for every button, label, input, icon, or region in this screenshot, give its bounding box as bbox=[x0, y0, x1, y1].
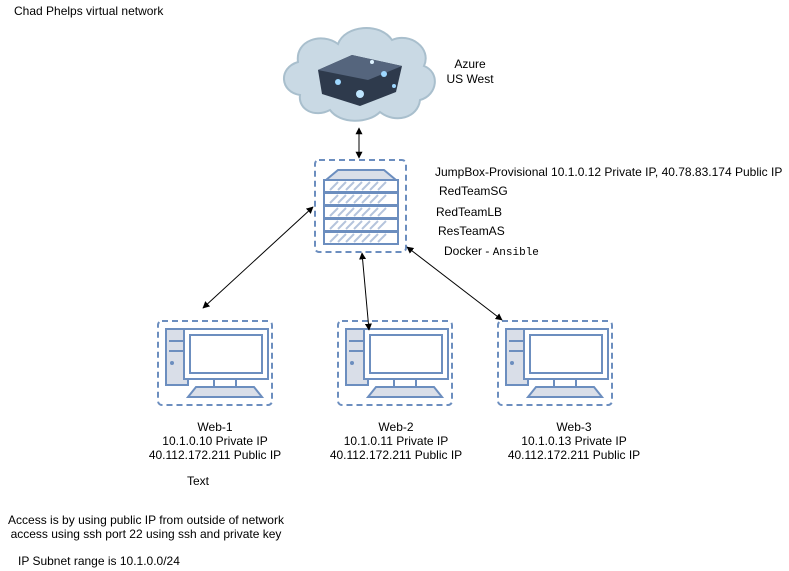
web-1-workstation-icon[interactable] bbox=[157, 320, 273, 406]
web-2-public-ip: 40.112.172.211 Public IP bbox=[329, 448, 463, 462]
jumpbox-label: JumpBox-Provisional 10.1.0.12 Private IP… bbox=[435, 165, 783, 179]
docker-prefix: Docker - bbox=[444, 244, 493, 258]
web-1-name: Web-1 bbox=[197, 420, 233, 434]
web-2-private-ip: 10.1.0.11 Private IP bbox=[343, 434, 449, 448]
docker-label: Docker - Ansible bbox=[444, 244, 539, 261]
cloud-label-line2: US West bbox=[446, 72, 494, 86]
web-3-public-ip: 40.112.172.211 Public IP bbox=[507, 448, 641, 462]
web-3-name: Web-3 bbox=[556, 420, 592, 434]
placeholder-text[interactable]: Text bbox=[187, 474, 210, 488]
web-2-name: Web-2 bbox=[378, 420, 414, 434]
azure-cloud-icon[interactable] bbox=[283, 27, 436, 122]
access-note-line1: Access is by using public IP from outsid… bbox=[8, 513, 284, 527]
web-2-workstation-icon[interactable] bbox=[337, 320, 453, 406]
availability-set-label: ResTeamAS bbox=[438, 224, 505, 238]
load-balancer-label: RedTeamLB bbox=[436, 205, 503, 219]
jumpbox-server-icon[interactable] bbox=[314, 159, 407, 253]
access-note-line2: access using ssh port 22 using ssh and p… bbox=[10, 527, 282, 541]
jumpbox-web3-connector[interactable] bbox=[406, 246, 503, 321]
jumpbox-web1-connector[interactable] bbox=[202, 206, 314, 309]
web-1-private-ip: 10.1.0.10 Private IP bbox=[162, 434, 268, 448]
diagram-title: Chad Phelps virtual network bbox=[14, 4, 164, 18]
cloud-label-line1: Azure bbox=[454, 57, 486, 71]
docker-tool: Ansible bbox=[492, 247, 539, 259]
web-3-workstation-icon[interactable] bbox=[497, 320, 613, 406]
jumpbox-web2-connector[interactable] bbox=[359, 252, 372, 331]
security-group-label: RedTeamSG bbox=[439, 184, 508, 198]
web-1-public-ip: 40.112.172.211 Public IP bbox=[148, 448, 282, 462]
subnet-note: IP Subnet range is 10.1.0.0/24 bbox=[18, 554, 180, 568]
web-3-private-ip: 10.1.0.13 Private IP bbox=[521, 434, 627, 448]
